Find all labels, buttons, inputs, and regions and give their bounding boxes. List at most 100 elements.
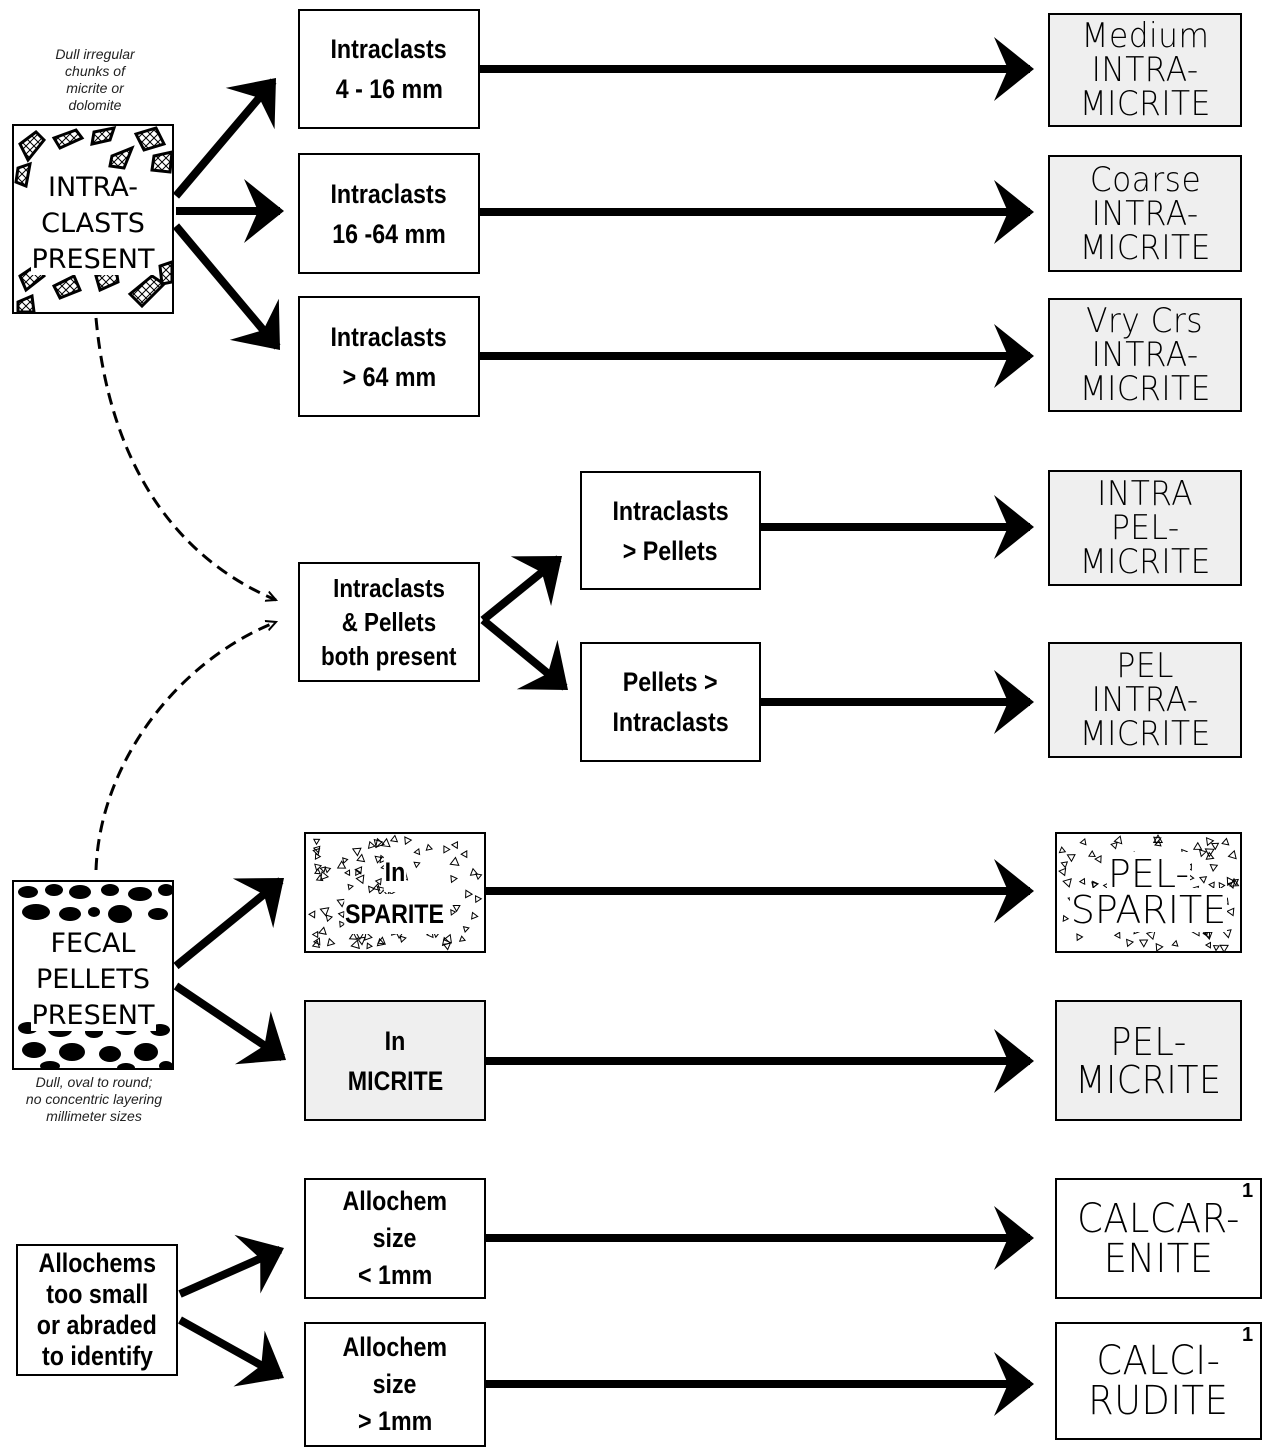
sparite-crystal	[1088, 850, 1096, 858]
sparite-crystal	[450, 874, 458, 884]
intraclasts-over-pellets-box: Intraclasts > Pellets	[580, 471, 761, 590]
intraclasts-and-pellets-box: Intraclasts & Pellets both present	[298, 562, 480, 682]
sparite-crystal	[312, 838, 321, 846]
sparite-crystal	[1198, 849, 1207, 858]
sparite-crystal	[404, 836, 413, 846]
sparite-crystal	[1138, 939, 1149, 948]
sparite-crystal	[1219, 944, 1229, 951]
sparite-crystal	[474, 894, 483, 904]
sparite-crystal	[425, 843, 434, 851]
intraclasts-16-64mm-box: Intraclasts 16 -64 mm	[298, 153, 480, 274]
sparite-crystal	[366, 942, 374, 950]
sparite-crystal	[475, 873, 483, 881]
result-pelintramicrite: PEL INTRA- MICRITE	[1048, 642, 1242, 758]
arrow-intraclasts-to-over-64-head	[229, 298, 280, 350]
arrow-intraclasts-to-over-64-shaft	[172, 223, 281, 350]
sparite-crystal	[460, 850, 468, 859]
sparite-crystal	[380, 837, 391, 848]
pellets-caption: Dull, oval to round; no concentric layer…	[25, 1074, 163, 1124]
result-pelsparite: PEL- SPARITE	[1055, 832, 1242, 953]
sparite-crystal	[356, 936, 366, 946]
footnote-marker: 1	[1242, 1324, 1254, 1346]
sparite-crystal	[1221, 837, 1230, 846]
sparite-crystal	[342, 857, 349, 864]
sparite-crystal	[1079, 837, 1087, 846]
sparite-crystal	[1145, 930, 1156, 941]
sparite-crystal	[351, 847, 362, 857]
sparite-crystal	[1209, 864, 1219, 872]
sparite-crystal	[1066, 854, 1076, 863]
sparite-crystal	[389, 834, 399, 843]
sparite-crystal	[1226, 876, 1236, 887]
sparite-crystal	[348, 931, 358, 940]
sparite-crystal	[1192, 841, 1203, 850]
sparite-crystal	[1076, 933, 1084, 942]
arrow-under-1mm-to-result-head	[994, 1206, 1034, 1270]
sparite-crystal	[347, 883, 354, 891]
sparite-crystal	[356, 853, 366, 863]
sparite-crystal	[441, 936, 452, 947]
result-calcirudite: CALCI- RUDITE	[1055, 1322, 1262, 1440]
sparite-crystal	[1208, 881, 1215, 889]
sparite-crystal	[1222, 929, 1232, 939]
sparite-crystal	[317, 926, 327, 935]
result-medium-intramicrite: Medium INTRA- MICRITE	[1048, 13, 1242, 127]
sparite-crystal	[312, 845, 321, 854]
sparite-crystal	[312, 937, 321, 946]
in-micrite-box: In MICRITE	[304, 1000, 486, 1121]
sparite-crystal	[1231, 878, 1239, 886]
arrow-4-16-to-result-head	[994, 37, 1034, 101]
sparite-crystal	[336, 860, 347, 869]
sparite-crystal	[413, 861, 421, 869]
sparite-crystal	[1078, 877, 1086, 886]
sparite-crystal	[1205, 837, 1215, 847]
sparite-crystal	[443, 845, 451, 854]
arrow-16-64-to-result-head	[994, 180, 1034, 244]
footnote-marker: 1	[1242, 1180, 1254, 1202]
sparite-crystal	[1058, 846, 1067, 854]
sparite-crystal	[314, 863, 323, 872]
sparite-crystal	[1152, 834, 1164, 843]
sparite-crystal	[1218, 881, 1226, 890]
sparite-crystal	[373, 838, 383, 849]
sparite-crystal	[449, 856, 460, 867]
sparite-crystal	[1171, 939, 1179, 947]
sparite-crystal	[465, 889, 474, 899]
sparite-crystal	[1110, 841, 1118, 850]
sparite-crystal	[337, 910, 345, 919]
sparite-crystal	[1202, 929, 1211, 939]
result-intrapelmicrite: INTRA PEL- MICRITE	[1048, 470, 1242, 586]
sparite-crystal	[355, 874, 365, 885]
allochem-size-under-1mm-box: Allochem size < 1mm	[304, 1178, 486, 1299]
sparite-crystal	[1062, 914, 1070, 923]
sparite-crystal	[324, 866, 332, 874]
sparite-crystal	[326, 937, 336, 947]
sparite-crystal	[320, 870, 330, 881]
sparite-crystal	[399, 935, 407, 943]
intraclasts-caption: Dull irregular chunks of micrite or dolo…	[55, 46, 135, 113]
arrow-sparite-to-result-head	[994, 859, 1034, 923]
sparite-crystal	[343, 869, 351, 877]
sparite-crystal	[1091, 881, 1099, 889]
arrow-pel-over-to-result-head	[994, 670, 1034, 734]
sparite-crystal	[374, 855, 383, 864]
sparite-crystal	[379, 854, 388, 864]
sparite-crystal	[308, 910, 316, 919]
intraclasts-over-64mm-box: Intraclasts > 64 mm	[298, 296, 480, 417]
sparite-crystal	[311, 939, 321, 949]
result-pelmicrite: PEL- MICRITE	[1055, 1000, 1242, 1121]
sparite-crystal	[1212, 944, 1220, 951]
sparite-crystal	[413, 847, 421, 856]
sparite-crystal	[363, 931, 373, 941]
result-coarse-intramicrite: Coarse INTRA- MICRITE	[1048, 155, 1242, 272]
sparite-crystal	[1226, 907, 1235, 917]
sparite-crystal	[339, 920, 346, 928]
sparite-crystal	[450, 908, 457, 916]
arrow-allochems-to-under-1mm-head	[234, 1234, 284, 1294]
result-calcarenite: CALCAR- ENITE	[1055, 1178, 1262, 1299]
sparite-crystal	[325, 914, 334, 923]
sparite-crystal	[376, 885, 387, 896]
arrow-mixed-to-pellets-over-head	[516, 639, 568, 690]
sparite-crystal	[354, 866, 363, 875]
